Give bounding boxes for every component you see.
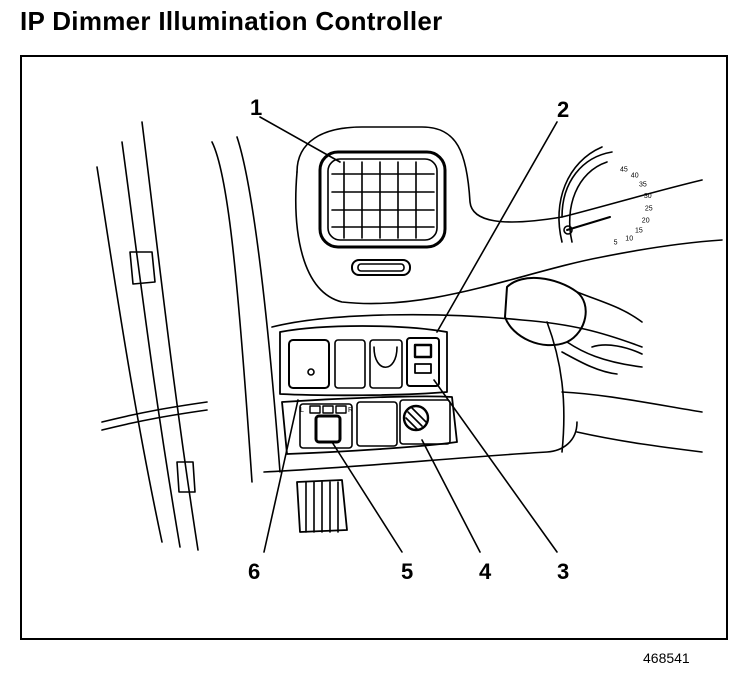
gauge-number: 45 [620, 166, 628, 173]
gauge-number: 5 [614, 239, 618, 246]
callout-5: 5 [401, 559, 413, 584]
gauge-number: 15 [635, 228, 643, 235]
leader-line-5 [331, 441, 403, 553]
gauge-number: 20 [642, 217, 650, 224]
diagram-title: IP Dimmer Illumination Controller [20, 6, 443, 36]
callout-1: 1 [250, 95, 262, 120]
lower-vent [296, 479, 348, 533]
callout-4: 4 [479, 559, 492, 584]
a-pillar [96, 121, 208, 551]
leader-line-6 [263, 399, 299, 553]
gauge-number: 25 [645, 205, 653, 212]
figure-id: 468541 [643, 650, 690, 666]
leader-line-2 [436, 121, 558, 333]
upper-switch-panel [279, 325, 448, 397]
air-vent [318, 150, 447, 276]
driver-hand [504, 276, 643, 375]
leader-line-3 [433, 379, 558, 553]
leader-line-1 [259, 116, 341, 163]
callout-3: 3 [557, 559, 569, 584]
gauge-number: 30 [644, 193, 652, 200]
gauge-number: 40 [631, 172, 639, 179]
speedometer-gauge [558, 146, 611, 243]
switch-letter-left: L [300, 407, 304, 414]
callout-2: 2 [557, 97, 569, 122]
leader-line-4 [421, 439, 481, 553]
gauge-number: 10 [625, 235, 633, 242]
leader-lines [259, 116, 558, 553]
callout-6: 6 [248, 559, 260, 584]
dashboard-body [211, 126, 723, 483]
gauge-number: 35 [639, 182, 647, 189]
lower-switch-panel [281, 395, 458, 455]
switch-letter-right: R [348, 407, 353, 414]
